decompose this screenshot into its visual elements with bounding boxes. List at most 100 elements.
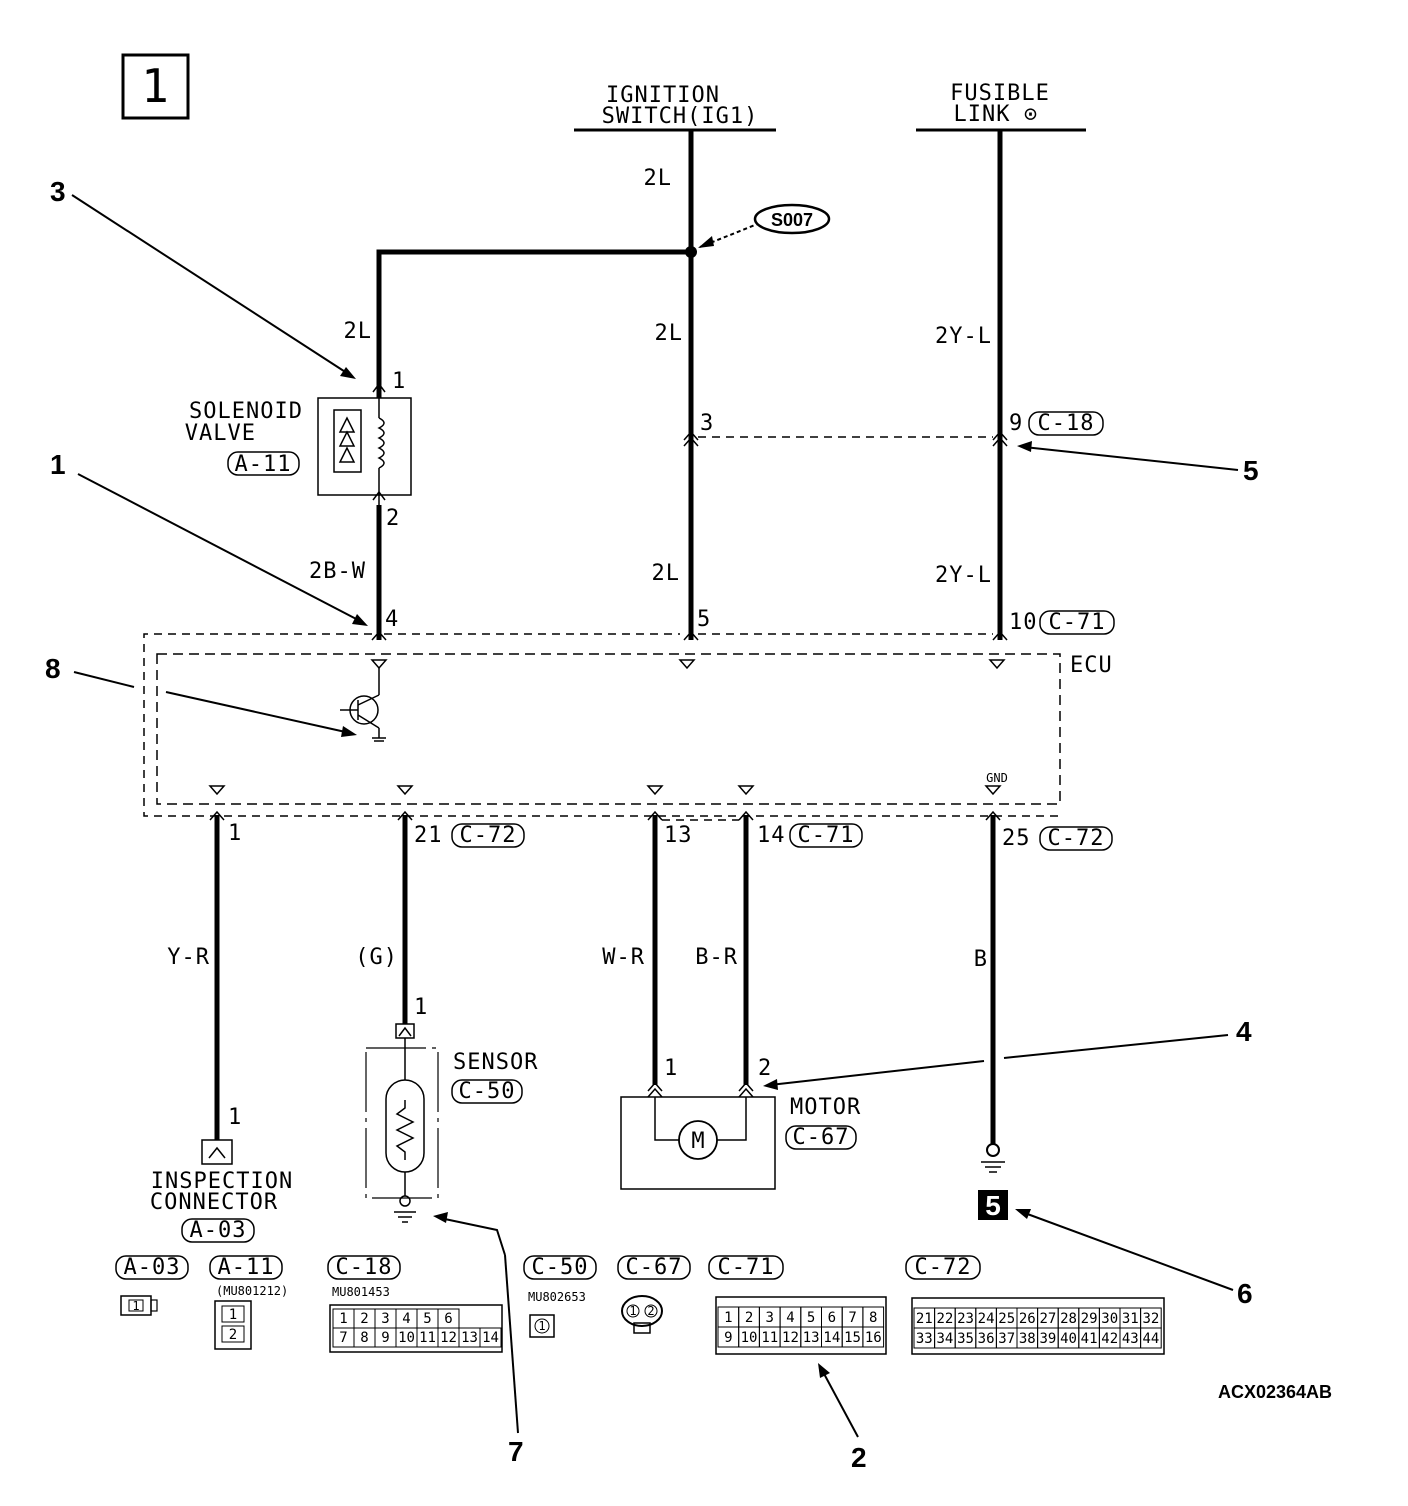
conn-c72-pin: 26: [1019, 1311, 1036, 1327]
wire-label-ign-top: 2L: [644, 166, 673, 191]
conn-c71-cell: [862, 1326, 885, 1348]
sensor: 1 SENSOR C-50: [365, 995, 538, 1223]
callout-5: 5: [1243, 455, 1259, 486]
conn-a11-pin2: 2: [229, 1327, 237, 1343]
drawing-code: ACX02364AB: [1218, 1382, 1332, 1402]
solenoid-connector: A-11: [235, 452, 292, 477]
conn-c18-pin: 9: [381, 1330, 389, 1346]
sensor-label: SENSOR: [453, 1050, 538, 1075]
motor-symbol: M: [691, 1129, 704, 1154]
conn-c18-pin: 13: [461, 1330, 478, 1346]
conn-c72-pin: 38: [1019, 1331, 1036, 1347]
callout-4: 4: [1236, 1016, 1252, 1047]
conn-a11-pin1: 1: [229, 1307, 237, 1323]
conn-a11-label: A-11: [218, 1255, 275, 1280]
conn-c18-pin: 8: [360, 1330, 368, 1346]
conn-c72-pin: 32: [1142, 1311, 1159, 1327]
fusible-link-source: FUSIBLE LINK ⊙: [916, 81, 1086, 132]
ignition-label-line1: IGNITION: [606, 83, 720, 108]
conn-c72-cell: [1140, 1327, 1162, 1349]
pin-ecu-14: 14: [757, 823, 786, 848]
ignition-switch-source: IGNITION SWITCH(IG1): [574, 83, 776, 132]
callout-2: 2: [851, 1442, 867, 1473]
connector-c18-inline: 3 9 C-18: [683, 411, 1104, 447]
conn-c72-pin: 35: [957, 1331, 974, 1347]
conn-c71-pin: 11: [761, 1330, 778, 1346]
conn-c72-pin: 22: [936, 1311, 953, 1327]
conn-c72-pin: 34: [936, 1331, 953, 1347]
pin-ecu-5: 5: [697, 607, 711, 632]
conn-c72-pin: 27: [1039, 1311, 1056, 1327]
conn-a03-label: A-03: [124, 1255, 181, 1280]
conn-c72-pin: 44: [1142, 1331, 1159, 1347]
conn-c18-pin: 5: [423, 1311, 431, 1327]
wire-label-ign-mid: 2L: [655, 321, 684, 346]
page-number-box: 1: [121, 53, 190, 120]
conn-c72-pin: 42: [1101, 1331, 1118, 1347]
conn-a03-pin: 1: [132, 1299, 139, 1313]
splice-s007: S007: [685, 203, 831, 258]
inspection-connector: 1 INSPECTION CONNECTOR A-03: [150, 1105, 293, 1243]
pin-c18-3: 3: [700, 411, 714, 436]
conn-c71-pin: 6: [828, 1310, 836, 1326]
conn-c50-pin: 1: [538, 1319, 545, 1333]
conn-c50-label: C-50: [532, 1255, 589, 1280]
motor-label: MOTOR: [790, 1095, 861, 1120]
callout-3: 3: [50, 176, 66, 207]
conn-c18-pin: 1: [339, 1311, 347, 1327]
ignition-label-line2: SWITCH(IG1): [602, 104, 759, 129]
conn-c71-pin: 8: [869, 1310, 877, 1326]
solenoid-label-line2: VALVE: [185, 421, 256, 446]
solenoid-label-line1: SOLENOID: [189, 399, 303, 424]
conn-c72-pin: 28: [1060, 1311, 1077, 1327]
conn-c18-pin: 6: [444, 1311, 452, 1327]
inspection-connector-label: A-03: [190, 1218, 247, 1243]
inspection-label-line1: INSPECTION: [151, 1169, 293, 1194]
wire-label-fusible-low: 2Y-L: [935, 563, 992, 588]
conn-c18-pin: 12: [440, 1330, 457, 1346]
connector-views: A-03 1 A-11 (MU801212) 1 2 C-18 MU801453…: [115, 1255, 1165, 1355]
conn-c71-pin: 12: [782, 1330, 799, 1346]
conn-c72-pin: 36: [978, 1331, 995, 1347]
pin-ecu-10-connector: C-71: [1049, 610, 1106, 635]
conn-c71-pin: 10: [741, 1330, 758, 1346]
callout-7: 7: [508, 1436, 524, 1467]
callout-1: 1: [50, 449, 66, 480]
fusible-label-line1: FUSIBLE: [950, 81, 1050, 106]
page-number: 1: [141, 59, 169, 113]
pin-sol-1: 1: [392, 369, 406, 394]
conn-c72-pin: 39: [1039, 1331, 1056, 1347]
conn-c18-cell: [479, 1327, 502, 1348]
conn-c72-pin: 21: [916, 1311, 933, 1327]
conn-c18-pin: 2: [360, 1311, 368, 1327]
conn-c72-pin: 37: [998, 1331, 1015, 1347]
pin-ecu-25: 25: [1002, 826, 1031, 851]
pin-motor-2: 2: [758, 1056, 772, 1081]
pin-ecu-25-connector: C-72: [1048, 826, 1105, 851]
conn-c72-pin: 40: [1060, 1331, 1077, 1347]
wire-label-ign-low: 2L: [652, 561, 681, 586]
conn-c18-part: MU801453: [332, 1285, 390, 1299]
ecu: ECU GND: [143, 630, 1112, 821]
wire-label-inspection: Y-R: [167, 945, 210, 970]
conn-c72-pin: 24: [978, 1311, 995, 1327]
wire-color-labels: 2L 2L 2L 2L 2B-W 2Y-L 2Y-L Y-R (G) W-R B…: [167, 166, 992, 972]
pin-ecu-21: 21: [414, 823, 443, 848]
callout-8: 8: [45, 653, 61, 684]
c18-connector-label: C-18: [1038, 411, 1095, 436]
pin-ecu-13: 13: [664, 823, 693, 848]
ecu-gnd-label: GND: [986, 771, 1008, 785]
conn-c71-label: C-71: [718, 1255, 775, 1280]
wires: [214, 130, 1003, 1145]
pin-motor-1: 1: [664, 1056, 678, 1081]
ecu-pin-labels: 4 5 10 C-71 1 21 C-72 13 14 C-71 25 C-72: [228, 607, 1115, 851]
conn-c71-pin: 13: [803, 1330, 820, 1346]
conn-c18-pin: 7: [339, 1330, 347, 1346]
conn-c71-pin: 4: [786, 1310, 794, 1326]
conn-c71-pin: 1: [724, 1310, 732, 1326]
fusible-symbol: ⊙: [1024, 102, 1038, 127]
